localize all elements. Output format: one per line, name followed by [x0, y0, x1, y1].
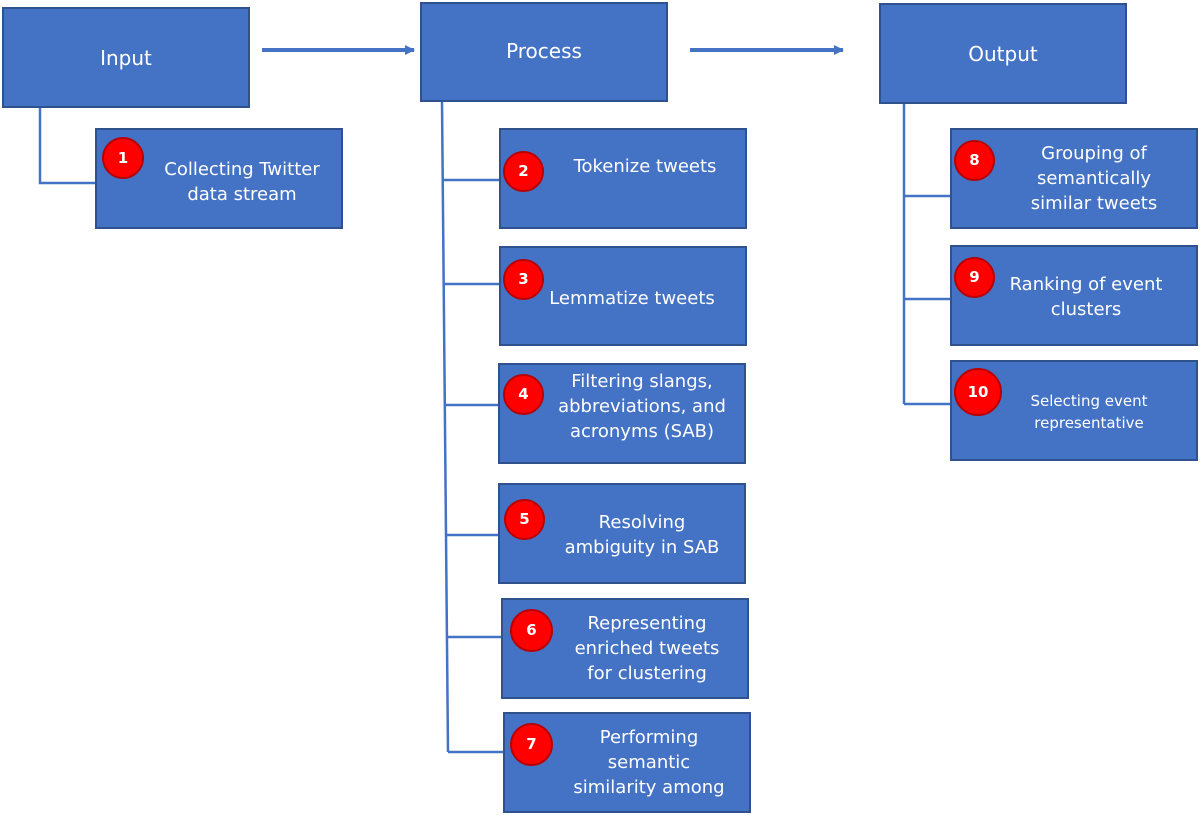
stage-input-label: Input	[100, 45, 152, 70]
step-3-box: Lemmatize tweets 3	[499, 246, 747, 346]
step-2-box: Tokenize tweets 2	[499, 128, 747, 229]
step-5-badge: 5	[504, 499, 545, 540]
step-1-text: Collecting Twitter data stream	[164, 159, 320, 205]
step-10-badge: 10	[954, 368, 1002, 416]
step-4-text: Filtering slangs, abbreviations, and acr…	[558, 371, 726, 442]
step-4-box: Filtering slangs, abbreviations, and acr…	[498, 363, 746, 464]
step-6-text: Representing enriched tweets for cluster…	[574, 613, 720, 684]
stage-process: Process	[420, 2, 668, 102]
step-9-badge: 9	[954, 257, 995, 298]
step-8-badge: 8	[954, 140, 995, 181]
step-9-text: Ranking of event clusters	[1009, 274, 1163, 320]
stage-input: Input	[2, 7, 250, 108]
connector-process-trunk	[440, 101, 450, 753]
step-7-badge: 7	[510, 723, 553, 766]
step-3-badge: 3	[503, 259, 544, 300]
step-2-badge: 2	[503, 151, 544, 192]
step-1-box: Collecting Twitter data stream 1	[95, 128, 343, 229]
step-8-text: Grouping of semantically similar tweets	[1030, 143, 1158, 214]
step-9-box: Ranking of event clusters 9	[950, 245, 1198, 346]
step-5-text: Resolving ambiguity in SAB	[564, 512, 720, 558]
step-10-box: Selecting event representative 10	[950, 360, 1198, 461]
stage-output: Output	[879, 3, 1127, 104]
step-6-box: Representing enriched tweets for cluster…	[501, 598, 749, 699]
stage-process-label: Process	[506, 39, 582, 63]
step-3-text: Lemmatize tweets	[549, 288, 715, 309]
step-5-box: Resolving ambiguity in SAB 5	[498, 483, 746, 584]
step-8-box: Grouping of semantically similar tweets …	[950, 128, 1198, 229]
step-7-box: Performing semantic similarity among 7	[503, 712, 751, 813]
stage-output-label: Output	[968, 41, 1038, 66]
step-10-text: Selecting event representative	[1030, 392, 1148, 432]
step-1-badge: 1	[102, 137, 144, 179]
step-4-badge: 4	[503, 374, 544, 415]
connector-input-step-1	[38, 108, 96, 185]
step-7-text: Performing semantic similarity among	[573, 727, 725, 798]
step-2-text: Tokenize tweets	[573, 156, 717, 177]
step-6-badge: 6	[510, 609, 553, 652]
